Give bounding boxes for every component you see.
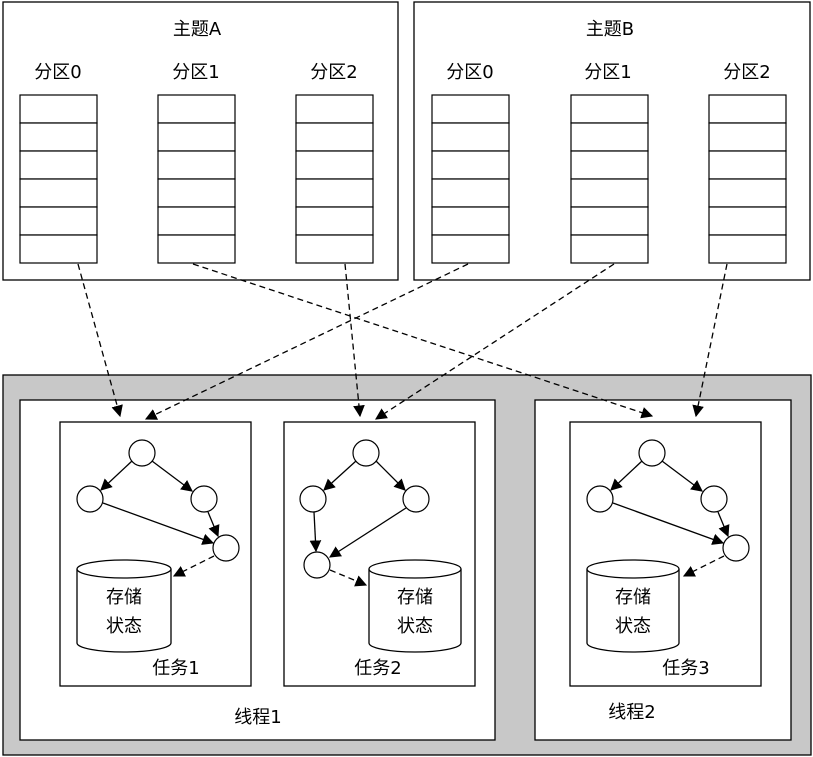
task-2-node-sink [303,551,331,579]
task-2-store-line1: 存储 [397,587,433,608]
partition-b-1-cell [570,206,649,236]
partition-a-1-cell [157,206,236,236]
task-3-store-link [682,555,725,577]
partition-a-2-cell [295,206,374,236]
task-1-node-right [190,485,218,513]
partition-b-0-cell [431,94,510,124]
partition-a-1-cell [157,94,236,124]
task-3-store-line1: 存储 [615,587,651,608]
partition-a-2-cell [295,178,374,208]
task-1-store-line1: 存储 [106,587,142,608]
task-1-edge [207,511,220,538]
task-3-node-root [638,439,666,467]
task-1-edge [102,502,215,545]
topic-b-label: 主题B [586,19,634,40]
task-1-edge [151,460,193,492]
task-2-graph [299,439,430,587]
task-1-edge [100,460,133,491]
partition-a-0-cell [19,122,98,152]
partition-b-2-cell [708,94,787,124]
partition-b-0-cell [431,178,510,208]
thread-2-label: 线程2 [608,702,655,723]
task-1-store-link [172,555,215,577]
partition-a-1-cell [157,234,236,264]
partition-b-1-cell [570,94,649,124]
task-3-edge [610,460,643,491]
partition-b-1-cell [570,122,649,152]
partition-a-2-cell [295,150,374,180]
task-3-graph [586,439,750,577]
partition-a-2-cell [295,234,374,264]
task-1-node-left [76,485,104,513]
task-3-state-store: 存储 状态 [586,559,680,653]
partition-b-1-cell [570,234,649,264]
topic-b-partition-1-label: 分区1 [584,62,631,83]
task-3-edge [717,511,730,538]
partition-a-2-cell [295,94,374,124]
partition-b-2-cell [708,150,787,180]
task-1-store-line2: 状态 [106,616,142,637]
assign-a2-task2 [344,263,365,418]
task-2-edge [329,507,407,558]
partition-assignments [77,263,728,420]
task-3-label: 任务3 [662,658,709,679]
topic-b-partition-2-label: 分区2 [723,62,770,83]
partition-b-2-cell [708,234,787,264]
partition-b-0-cell [431,206,510,236]
task-3-node-right [700,485,728,513]
partition-a-0-cell [19,150,98,180]
partition-a-0-cell [19,94,98,124]
topic-a-partition-0-label: 分区0 [34,62,81,83]
thread-1-label: 线程1 [234,707,281,728]
partition-b-2-cell [708,206,787,236]
partition-a-0-cell [19,206,98,236]
partition-b-2-cell [708,178,787,208]
partition-a-1-cell [157,122,236,152]
task-3-edge [612,502,725,545]
partition-a-0-cell [19,234,98,264]
task-1-node-root [128,439,156,467]
topic-b-partition-0-label: 分区0 [446,62,493,83]
task-3-edge [661,460,703,492]
partition-a-0-cell [19,178,98,208]
task-2-edge [323,460,357,491]
task-2-node-root [352,439,380,467]
partition-stacks [19,94,787,264]
partition-b-0-cell [431,234,510,264]
topic-a-label: 主题A [173,19,222,40]
partition-a-1-cell [157,150,236,180]
task-1-state-store: 存储 状态 [76,559,172,653]
task-2-edge [309,511,322,553]
task-2-store-line2: 状态 [397,616,433,637]
partition-b-2-cell [708,122,787,152]
partition-a-1-cell [157,178,236,208]
assign-b1-task2 [375,263,615,420]
task-1-label: 任务1 [152,658,199,679]
topic-a-partition-1-label: 分区1 [172,62,219,83]
partition-b-1-cell [570,178,649,208]
task-3-node-left [586,485,614,513]
task-2-label: 任务2 [354,658,401,679]
task-2-store-link [329,569,368,587]
assign-b2-task3 [692,263,728,418]
task-1-node-sink [212,534,240,562]
task-3-node-sink [722,534,750,562]
task-2-node-right [402,485,430,513]
task-2-node-left [299,485,327,513]
assign-a0-task1 [77,263,123,418]
topic-a-partition-2-label: 分区2 [310,62,357,83]
task-1-graph [76,439,240,577]
partition-b-0-cell [431,150,510,180]
task-2-state-store: 存储 状态 [368,559,462,653]
task-3-store-line2: 状态 [615,616,651,637]
partition-b-1-cell [570,150,649,180]
partition-b-0-cell [431,122,510,152]
partition-a-2-cell [295,122,374,152]
assign-a1-task3 [192,263,654,419]
task-2-edge [375,460,406,491]
